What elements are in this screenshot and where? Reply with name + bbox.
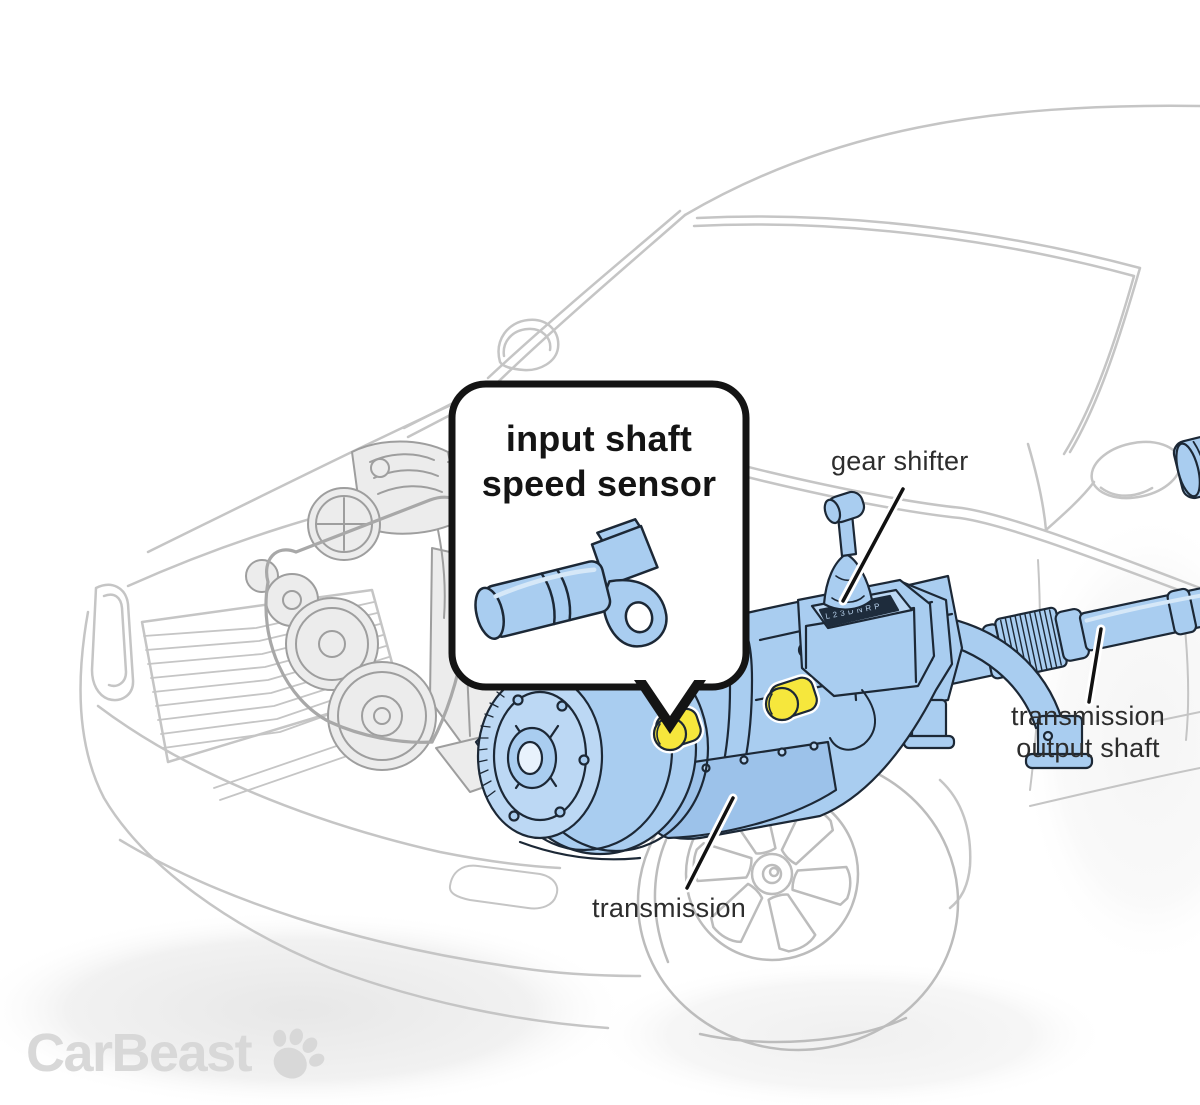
callout-title-line2: speed sensor xyxy=(481,463,717,504)
gear-shifter-leader-line xyxy=(841,487,905,603)
transmission-leader-line xyxy=(685,796,735,890)
label-gear-shifter: gear shifter xyxy=(831,446,969,476)
callout-bubble xyxy=(448,380,750,734)
label-output-shaft-line2: output shaft xyxy=(1016,733,1160,763)
gear-shifter-group: L 2 3 D N R P xyxy=(796,490,936,751)
label-transmission-output-shaft: transmission output shaft xyxy=(990,700,1186,764)
shaft-stub xyxy=(1172,431,1200,500)
leader-lines xyxy=(682,484,1106,893)
brand-name: CarBeast xyxy=(26,1023,253,1083)
paw-icon xyxy=(273,1028,325,1079)
brand-logo: CarBeast xyxy=(26,1020,331,1086)
label-transmission: transmission xyxy=(592,893,746,923)
callout-title-line1: input shaft xyxy=(505,418,693,459)
label-output-shaft-line1: transmission xyxy=(1011,701,1165,731)
output-shaft-leader-line xyxy=(1087,627,1103,704)
sensor-marker-2 xyxy=(762,674,821,724)
transmission-illustration: L 2 3 D N R P xyxy=(474,431,1200,861)
callout-title: input shaft speed sensor xyxy=(452,384,746,506)
speed-sensor-illustration xyxy=(474,518,668,648)
